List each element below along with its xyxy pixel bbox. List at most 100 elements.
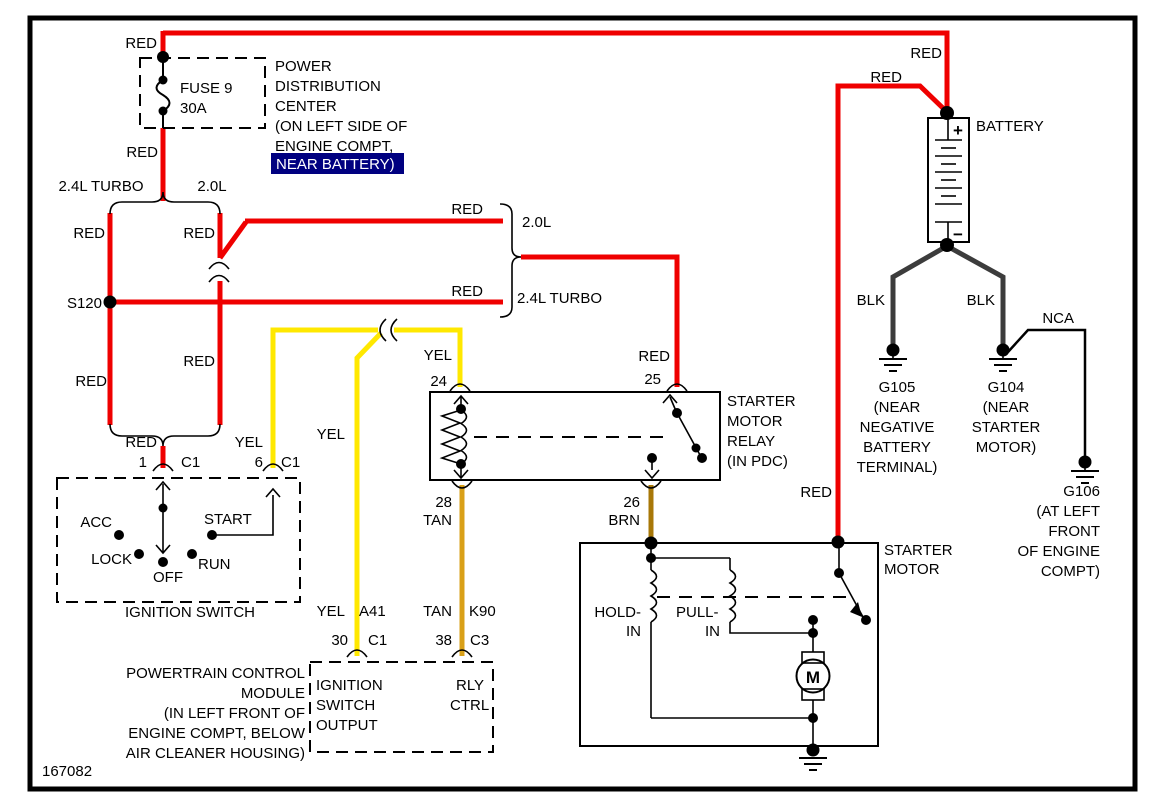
variant-label-base: 2.0L — [197, 178, 226, 195]
red-wire-net — [107, 30, 950, 542]
pdc-title-line: CENTER — [275, 98, 337, 115]
fuse-name: FUSE 9 — [180, 80, 233, 97]
pcm-conn-c1: C1 — [368, 632, 387, 649]
g104-label-line: MOTOR) — [976, 439, 1037, 456]
variant-label-turbo: 2.4L TURBO — [58, 178, 143, 195]
battery-plus-sign: + — [953, 121, 963, 140]
wire-label-red: RED — [75, 373, 107, 390]
pull-in-label: PULL- — [676, 604, 719, 621]
battery-label: BATTERY — [976, 118, 1044, 135]
g105-label-line: NEGATIVE — [860, 419, 935, 436]
pdc-title-line: POWER — [275, 58, 332, 75]
wire-label-red: RED — [870, 69, 902, 86]
wire-label-yel: YEL — [424, 347, 452, 364]
pcm-pin-30: 30 — [331, 632, 348, 649]
pdc-title-line: (ON LEFT SIDE OF — [275, 118, 407, 135]
wire-label-red: RED — [451, 201, 483, 218]
pin-6-label: 6 — [255, 454, 263, 471]
off-position-dot — [158, 557, 168, 567]
battery-symbol — [927, 106, 970, 252]
wire-label-red: RED — [126, 144, 158, 161]
wire-label-red: RED — [183, 225, 215, 242]
position-start: START — [204, 511, 252, 528]
wire-label-blk: BLK — [857, 292, 885, 309]
hold-in-label: IN — [626, 623, 641, 640]
power-distribution-center — [139, 51, 266, 129]
connector-c1-label: C1 — [181, 454, 200, 471]
g105-label-line: TERMINAL) — [857, 459, 938, 476]
wire-label-red: RED — [73, 225, 105, 242]
g104-label-line: (NEAR — [983, 399, 1030, 416]
relay-title-line: (IN PDC) — [727, 453, 788, 470]
wire-label-tan: TAN — [423, 512, 452, 529]
pcm-label-line: AIR CLEANER HOUSING) — [126, 745, 305, 762]
g106-label-line: G106 — [1063, 483, 1100, 500]
near-battery-highlight — [271, 153, 404, 174]
pcm-func-line: OUTPUT — [316, 717, 378, 734]
motor-circle — [795, 658, 831, 694]
wire-label-red: RED — [125, 434, 157, 451]
acc-position-dot — [114, 530, 124, 540]
nca-wire — [1007, 328, 1087, 460]
starter-motor-relay — [429, 383, 721, 489]
black-ground-wires — [890, 243, 1006, 345]
wire-break-symbols — [208, 261, 398, 342]
connector-c1-label: C1 — [281, 454, 300, 471]
relay-pin-28: 28 — [435, 494, 452, 511]
variant-label-base: 2.0L — [522, 214, 551, 231]
pcm-func-line: RLY — [456, 677, 484, 694]
pcm-conn-c3: C3 — [470, 632, 489, 649]
g105-label-line: BATTERY — [863, 439, 931, 456]
diagram-id-number: 167082 — [42, 763, 92, 780]
pdc-title-line: DISTRIBUTION — [275, 78, 381, 95]
g104-label-line: STARTER — [972, 419, 1041, 436]
g106-label-line: FRONT — [1048, 523, 1100, 540]
ground-g104-symbol — [989, 343, 1017, 372]
ground-g106-symbol — [1071, 455, 1099, 484]
g105-label-line: (NEAR — [874, 399, 921, 416]
wire-label-yel: YEL — [235, 434, 263, 451]
diagram-border — [27, 15, 1138, 792]
wire-label-tan: TAN — [423, 603, 452, 620]
pdc-title-line: ENGINE COMPT, — [275, 138, 393, 155]
splice-label: S120 — [67, 295, 102, 312]
powertrain-control-module — [309, 649, 494, 753]
ground-g105-symbol — [879, 343, 907, 372]
splice-s120-dot — [103, 295, 117, 309]
wire-label-red: RED — [125, 35, 157, 52]
battery-minus-sign: − — [953, 225, 963, 244]
wire-label-yel: YEL — [317, 426, 345, 443]
wire-label-yel: YEL — [317, 603, 345, 620]
hold-in-coil — [649, 569, 658, 623]
wire-label-red: RED — [183, 353, 215, 370]
pin-1-label: 1 — [139, 454, 147, 471]
battery-negative-terminal — [940, 238, 954, 252]
pcm-pin-38: 38 — [435, 632, 452, 649]
wire-label-nca: NCA — [1042, 310, 1074, 327]
yellow-wire-net — [270, 327, 463, 656]
hold-in-label: HOLD- — [594, 604, 641, 621]
pull-in-label: IN — [705, 623, 720, 640]
wire-label-red: RED — [638, 348, 670, 365]
ignition-switch — [56, 463, 301, 603]
wire-label-blk: BLK — [967, 292, 995, 309]
starter-title-line: MOTOR — [884, 561, 940, 578]
position-run: RUN — [198, 556, 231, 573]
pcm-func-line: CTRL — [450, 697, 489, 714]
pdc-highlight-text: NEAR BATTERY) — [276, 156, 395, 173]
g105-label-line: G105 — [879, 379, 916, 396]
relay-title-line: RELAY — [727, 433, 775, 450]
fuse-rating: 30A — [180, 100, 207, 117]
relay-title-line: MOTOR — [727, 413, 783, 430]
starter-motor-assembly — [579, 535, 879, 771]
circuit-a41: A41 — [359, 603, 386, 620]
pcm-label-line: MODULE — [241, 685, 305, 702]
wire-label-red: RED — [800, 484, 832, 501]
pcm-label-line: ENGINE COMPT, BELOW — [128, 725, 306, 742]
pcm-func-line: SWITCH — [316, 697, 375, 714]
relay-title-line: STARTER — [727, 393, 796, 410]
wire-label-red: RED — [451, 283, 483, 300]
g106-label-line: (AT LEFT — [1036, 503, 1100, 520]
